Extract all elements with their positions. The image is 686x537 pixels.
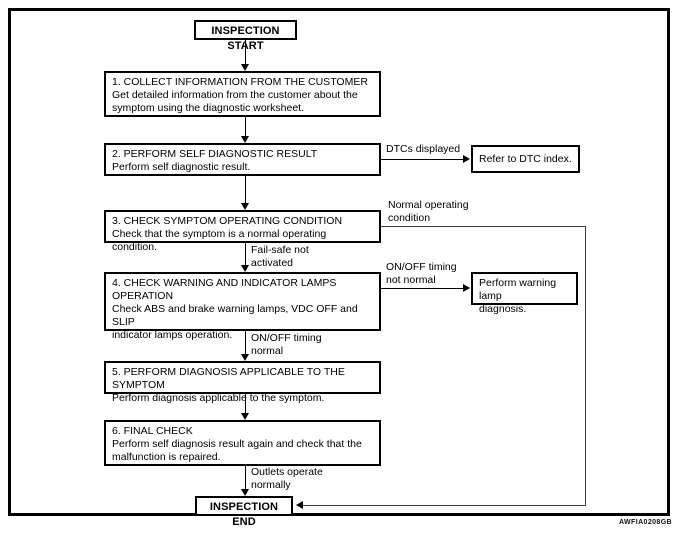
node-inspection-end-label: INSPECTION END <box>209 501 279 528</box>
node-perform-warning-lamp-diagnosis: Perform warning lamp diagnosis. <box>471 272 578 315</box>
edge-label-outlets-operate-normally: Outlets operate normally <box>251 466 323 491</box>
connector-step4-to-step5 <box>245 331 246 354</box>
connector-step3-to-return-rail <box>381 226 586 227</box>
connector-step1-to-step2 <box>245 117 246 136</box>
arrowhead-return-rail-to-end <box>296 500 303 509</box>
node-inspection-start: INSPECTION START <box>194 20 297 52</box>
node-step-1-collect-information: 1. COLLECT INFORMATION FROM THE CUSTOMER… <box>104 71 381 117</box>
arrowhead-step2-to-dtc-index <box>463 154 470 163</box>
arrowhead-step6-to-end <box>240 489 249 496</box>
arrowhead-step5-to-step6 <box>240 413 249 420</box>
node-refer-to-dtc-index: Refer to DTC index. <box>471 145 580 173</box>
node-step-4-body: Check ABS and brake warning lamps, VDC O… <box>112 303 358 341</box>
node-step-3-title: 3. CHECK SYMPTOM OPERATING CONDITION <box>112 215 343 227</box>
node-step-2-body: Perform self diagnostic result. <box>112 161 251 173</box>
arrowhead-start-to-step1 <box>240 64 249 71</box>
connector-step2-to-step3 <box>245 176 246 203</box>
node-refer-to-dtc-index-label: Refer to DTC index. <box>479 153 572 165</box>
node-step-5-body: Perform diagnosis applicable to the symp… <box>112 392 325 404</box>
diagram-outer-frame <box>8 8 670 516</box>
node-step-6-final-check: 6. FINAL CHECK Perform self diagnosis re… <box>104 420 381 466</box>
edge-label-normal-operating-condition: Normal operating condition <box>388 199 469 224</box>
node-step-4-title: 4. CHECK WARNING AND INDICATOR LAMPS OPE… <box>112 277 337 302</box>
connector-step3-to-step4 <box>245 243 246 265</box>
arrowhead-step4-to-warning-lamp <box>463 283 470 292</box>
node-step-1-title: 1. COLLECT INFORMATION FROM THE CUSTOMER <box>112 76 368 88</box>
node-step-5-perform-diagnosis-applicable: 5. PERFORM DIAGNOSIS APPLICABLE TO THE S… <box>104 361 381 404</box>
connector-step2-to-dtc-index <box>381 159 463 160</box>
node-step-6-body: Perform self diagnosis result again and … <box>112 438 362 463</box>
node-step-6-title: 6. FINAL CHECK <box>112 425 193 437</box>
edge-label-dtcs-displayed: DTCs displayed <box>386 143 461 155</box>
connector-start-to-step1 <box>245 40 246 65</box>
connector-return-rail-to-end <box>303 505 586 506</box>
node-step-3-body: Check that the symptom is a normal opera… <box>112 228 327 253</box>
arrowhead-step2-to-step3 <box>240 203 249 210</box>
edge-label-onoff-timing-normal: ON/OFF timing normal <box>251 332 322 357</box>
node-step-2-perform-self-diagnostic-result: 2. PERFORM SELF DIAGNOSTIC RESULT Perfor… <box>104 143 381 176</box>
connector-return-rail-vertical <box>585 226 586 505</box>
connector-step6-to-end <box>245 466 246 489</box>
node-step-1-body: Get detailed information from the custom… <box>112 89 358 114</box>
node-perform-warning-lamp-diagnosis-label: Perform warning lamp diagnosis. <box>479 277 557 315</box>
connector-step5-to-step6 <box>245 394 246 413</box>
arrowhead-step1-to-step2 <box>240 136 249 143</box>
diagram-watermark-code: AWFIA0208GB <box>618 519 672 526</box>
node-step-4-check-warning-and-indicator-lamps: 4. CHECK WARNING AND INDICATOR LAMPS OPE… <box>104 272 381 341</box>
arrowhead-step3-to-step4 <box>240 265 249 272</box>
arrowhead-step4-to-step5 <box>240 354 249 361</box>
node-inspection-end: INSPECTION END <box>195 496 293 528</box>
node-step-3-check-symptom-operating-condition: 3. CHECK SYMPTOM OPERATING CONDITION Che… <box>104 210 381 253</box>
node-step-5-title: 5. PERFORM DIAGNOSIS APPLICABLE TO THE S… <box>112 366 345 391</box>
edge-label-onoff-timing-not-normal: ON/OFF timing not normal <box>386 261 457 286</box>
node-step-2-title: 2. PERFORM SELF DIAGNOSTIC RESULT <box>112 148 318 160</box>
edge-label-fail-safe-not-activated: Fail-safe not activated <box>251 244 309 269</box>
connector-step4-to-warning-lamp <box>381 288 463 289</box>
